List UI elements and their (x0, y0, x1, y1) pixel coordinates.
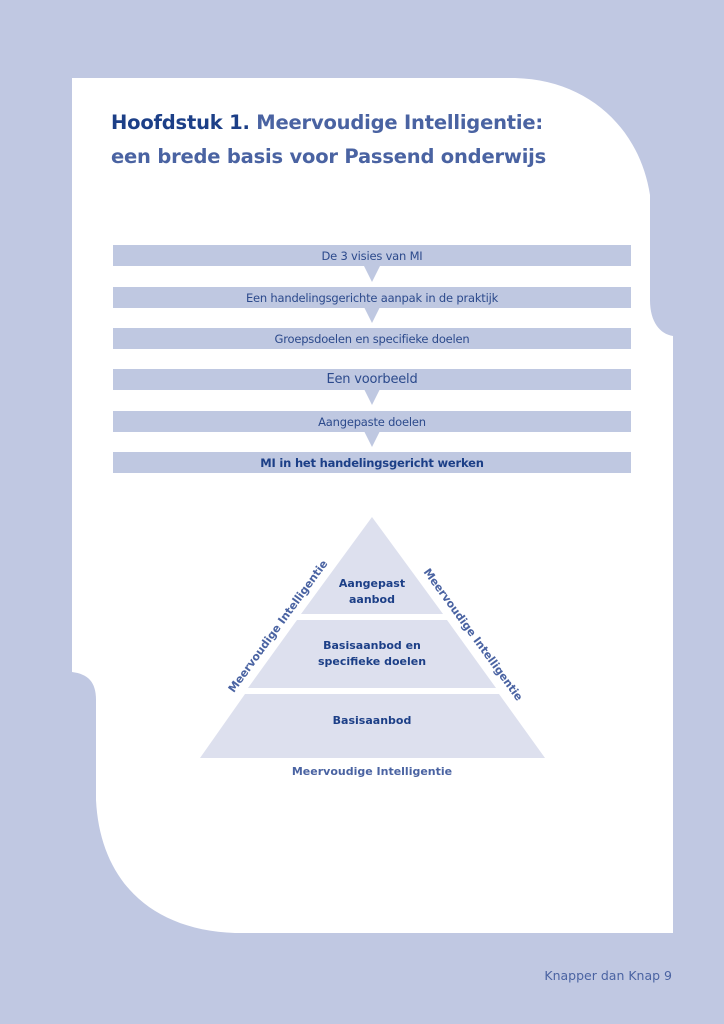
arrow-down-icon (364, 431, 380, 447)
pyramid-tier-bottom-label: Basisaanbod (297, 713, 447, 729)
chapter-label: Hoofdstuk 1. (111, 111, 250, 134)
arrow-down-icon (364, 307, 380, 323)
pyramid-tier-top (301, 517, 443, 614)
tier-label-line: Basisaanbod (332, 714, 412, 727)
page-footer: Knapper dan Knap 9 (544, 968, 672, 983)
chapter-title-part-1: Meervoudige Intelligentie: (256, 111, 544, 134)
tier-label-line: Basisaanbod en (323, 639, 421, 652)
tier-label-line: Aangepast (338, 577, 406, 590)
pyramid-tier-top-label: Aangepast aanbod (322, 576, 422, 608)
arrow-down-icon (364, 389, 380, 405)
chapter-title-line-2: een brede basis voor Passend onderwijs (111, 145, 547, 168)
flow-step-1: De 3 visies van MI (113, 245, 631, 266)
pyramid-tier-bottom (200, 694, 545, 758)
flow-step-5: Aangepaste doelen (113, 411, 631, 432)
chapter-title-line-1: Hoofdstuk 1. Meervoudige Intelligentie: (111, 111, 543, 134)
pyramid-base-label: Meervoudige Intelligentie (291, 765, 453, 778)
flow-step-3: Groepsdoelen en specifieke doelen (113, 328, 631, 349)
flow-step-6: MI in het handelingsgericht werken (113, 452, 631, 473)
flow-step-4: Een voorbeeld (113, 369, 631, 390)
pyramid-tier-middle-label: Basisaanbod en specifieke doelen (297, 638, 447, 670)
tier-label-line: aanbod (349, 593, 395, 606)
flow-step-2: Een handelingsgerichte aanpak in de prak… (113, 287, 631, 308)
tier-label-line: specifieke doelen (317, 655, 427, 668)
arrow-down-icon (364, 266, 380, 282)
pyramid-tier-middle (248, 620, 496, 688)
